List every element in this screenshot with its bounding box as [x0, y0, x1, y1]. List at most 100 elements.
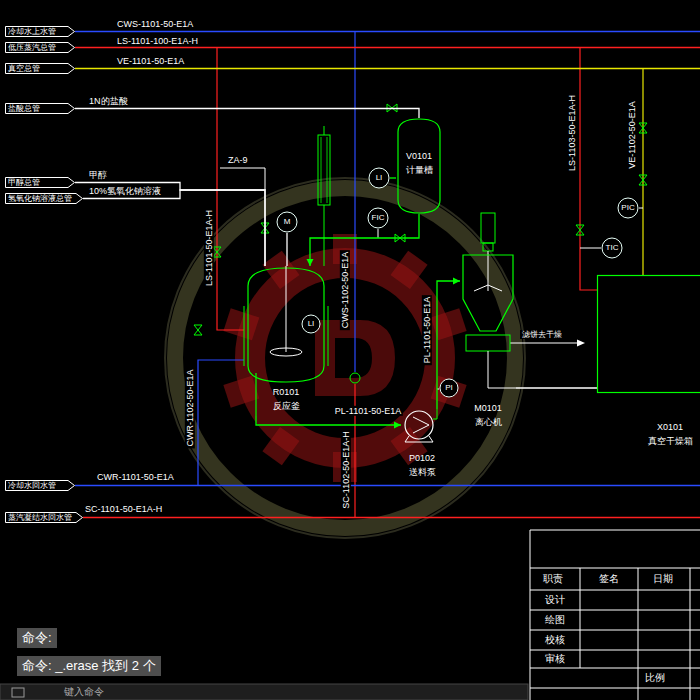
valve-symbol: [350, 373, 360, 383]
line-number: VE-1102-50-E1A: [627, 99, 637, 170]
line-number: LS-1101-50-E1A-H: [204, 208, 214, 288]
pipe-flag-text: 蒸汽凝结水回水管: [8, 513, 72, 522]
base: [466, 335, 510, 351]
instrument-tag: M: [284, 217, 291, 226]
reactor-vessel: R0101 反应釜 LI: [244, 266, 328, 416]
instrument-tag: PI: [445, 383, 453, 392]
centrifuge-outline: [463, 255, 513, 331]
instrument-circle: PIC: [617, 197, 639, 219]
pipe-line: [580, 47, 597, 290]
pipe-flag-outline: [6, 481, 75, 491]
pump-base: [405, 436, 433, 442]
vacuum-dryer: X0101真空干燥箱: [597, 275, 700, 450]
condenser: [327, 137, 328, 203]
instrument-circle: PI: [439, 378, 459, 398]
pipe-label: 10%氢氧化钠溶液: [87, 186, 163, 196]
line-number: CWS-1101-50-E1A: [115, 19, 195, 29]
pipe-flag-text: 冷却水回水管: [8, 481, 56, 490]
pipe-label: PL-1101-50-E1A: [333, 406, 403, 416]
command-history: 命令: _.erase 找到 2 个: [17, 656, 161, 676]
header-pipe: [75, 47, 700, 48]
pipe-flag-outline: [6, 27, 75, 37]
vacuum-dryer-shape: [597, 275, 700, 450]
pipe-line: [510, 343, 578, 344]
title-block-line: [530, 530, 531, 700]
pipe-flag: 冷却水上水管: [5, 26, 75, 37]
pipe-line: [354, 31, 355, 372]
equipment-tag: P0102: [409, 453, 435, 463]
table-cell: 职责: [541, 573, 565, 585]
motor: [483, 243, 493, 251]
arrow-head: [577, 340, 585, 347]
instrument-circle: LI: [301, 314, 321, 334]
agitator-shaft: [286, 266, 287, 352]
pipe-flag-text: 低压蒸汽总管: [8, 43, 56, 52]
pump: P0102送料泵: [401, 409, 443, 483]
outlet-pipe: [255, 373, 256, 416]
watermark-ring: [165, 178, 525, 538]
pipe-line: [75, 109, 419, 119]
table-cell: 日期: [651, 573, 675, 585]
tank-outline: [398, 119, 440, 213]
table-cell: 设计: [543, 594, 567, 606]
header-pipe: [75, 31, 700, 32]
table-cell: 比例: [643, 672, 667, 684]
pipe-label: 甲醇: [87, 170, 109, 180]
pipe-flag-text: 真空总管: [8, 64, 40, 73]
pipe-flag-outline: [6, 43, 75, 53]
pipe-flag-outline: [6, 178, 75, 188]
pipe-flag-text: 氢氧化钠溶液总管: [8, 194, 72, 203]
pump-outline: [413, 417, 429, 433]
pipe-flag: 甲醇总管: [5, 177, 75, 188]
instrument-outline: [440, 379, 458, 397]
instrument-outline: [369, 168, 389, 188]
line-number: LS-1101-100-E1A-H: [115, 36, 200, 46]
signal-line: [639, 208, 643, 209]
watermark-ring: [175, 188, 515, 528]
pipe-line: [324, 205, 325, 266]
instrument-tag: FIC: [372, 213, 385, 222]
instrument-tag: PIC: [621, 203, 634, 212]
agitator-blade: [270, 348, 302, 356]
equipment-tag: 反应釜: [273, 401, 300, 411]
line-number: ZA-9: [226, 155, 250, 165]
signal-line: [580, 248, 601, 249]
valve-symbol: [194, 325, 202, 335]
arrow-head: [307, 259, 314, 266]
pipe-label: PL-1101-50-E1A: [422, 295, 432, 365]
measuring-tank: V0101计量槽: [396, 118, 442, 214]
pipe-flag: 真空总管: [5, 63, 75, 74]
instrument-tag: LI: [308, 319, 315, 328]
pipe-line: [75, 183, 265, 267]
line-number: SC-1102-50-E1A-H: [341, 429, 351, 510]
instrument-circle: M: [276, 211, 298, 233]
signal-line: [378, 229, 379, 238]
dryer-outline: [598, 276, 700, 393]
pipe-line: [642, 68, 643, 275]
instrument-outline: [368, 208, 388, 228]
pipe-line: [354, 384, 355, 517]
header-pipe: [75, 68, 700, 69]
instrument-circle: LI: [368, 167, 390, 189]
pipe-flag: 盐酸总管: [5, 103, 75, 114]
equipment-tag: M0101: [474, 403, 502, 413]
table-cell: 绘图: [543, 614, 567, 626]
title-block-line: [530, 590, 700, 591]
equipment-tag: 计量槽: [406, 165, 433, 175]
title-block-line: [580, 568, 581, 668]
line-number: CWR-1102-50-E1A: [185, 368, 195, 449]
instrument-tag: LI: [376, 173, 383, 182]
title-block-line: [530, 688, 700, 689]
equipment-tag: R0101: [273, 387, 300, 397]
instrument-circle: TIC: [601, 237, 623, 259]
motor: [481, 213, 495, 243]
pipe-line: [217, 47, 244, 330]
instrument-tag: TIC: [606, 243, 619, 252]
title-block-line: [690, 568, 691, 700]
title-block-line: [530, 630, 700, 631]
line-number: LS-1103-50-E1A-H: [567, 93, 577, 173]
equipment-tag: X0101: [657, 422, 683, 432]
instrument-outline: [618, 198, 638, 218]
header-pipe: [75, 485, 700, 486]
